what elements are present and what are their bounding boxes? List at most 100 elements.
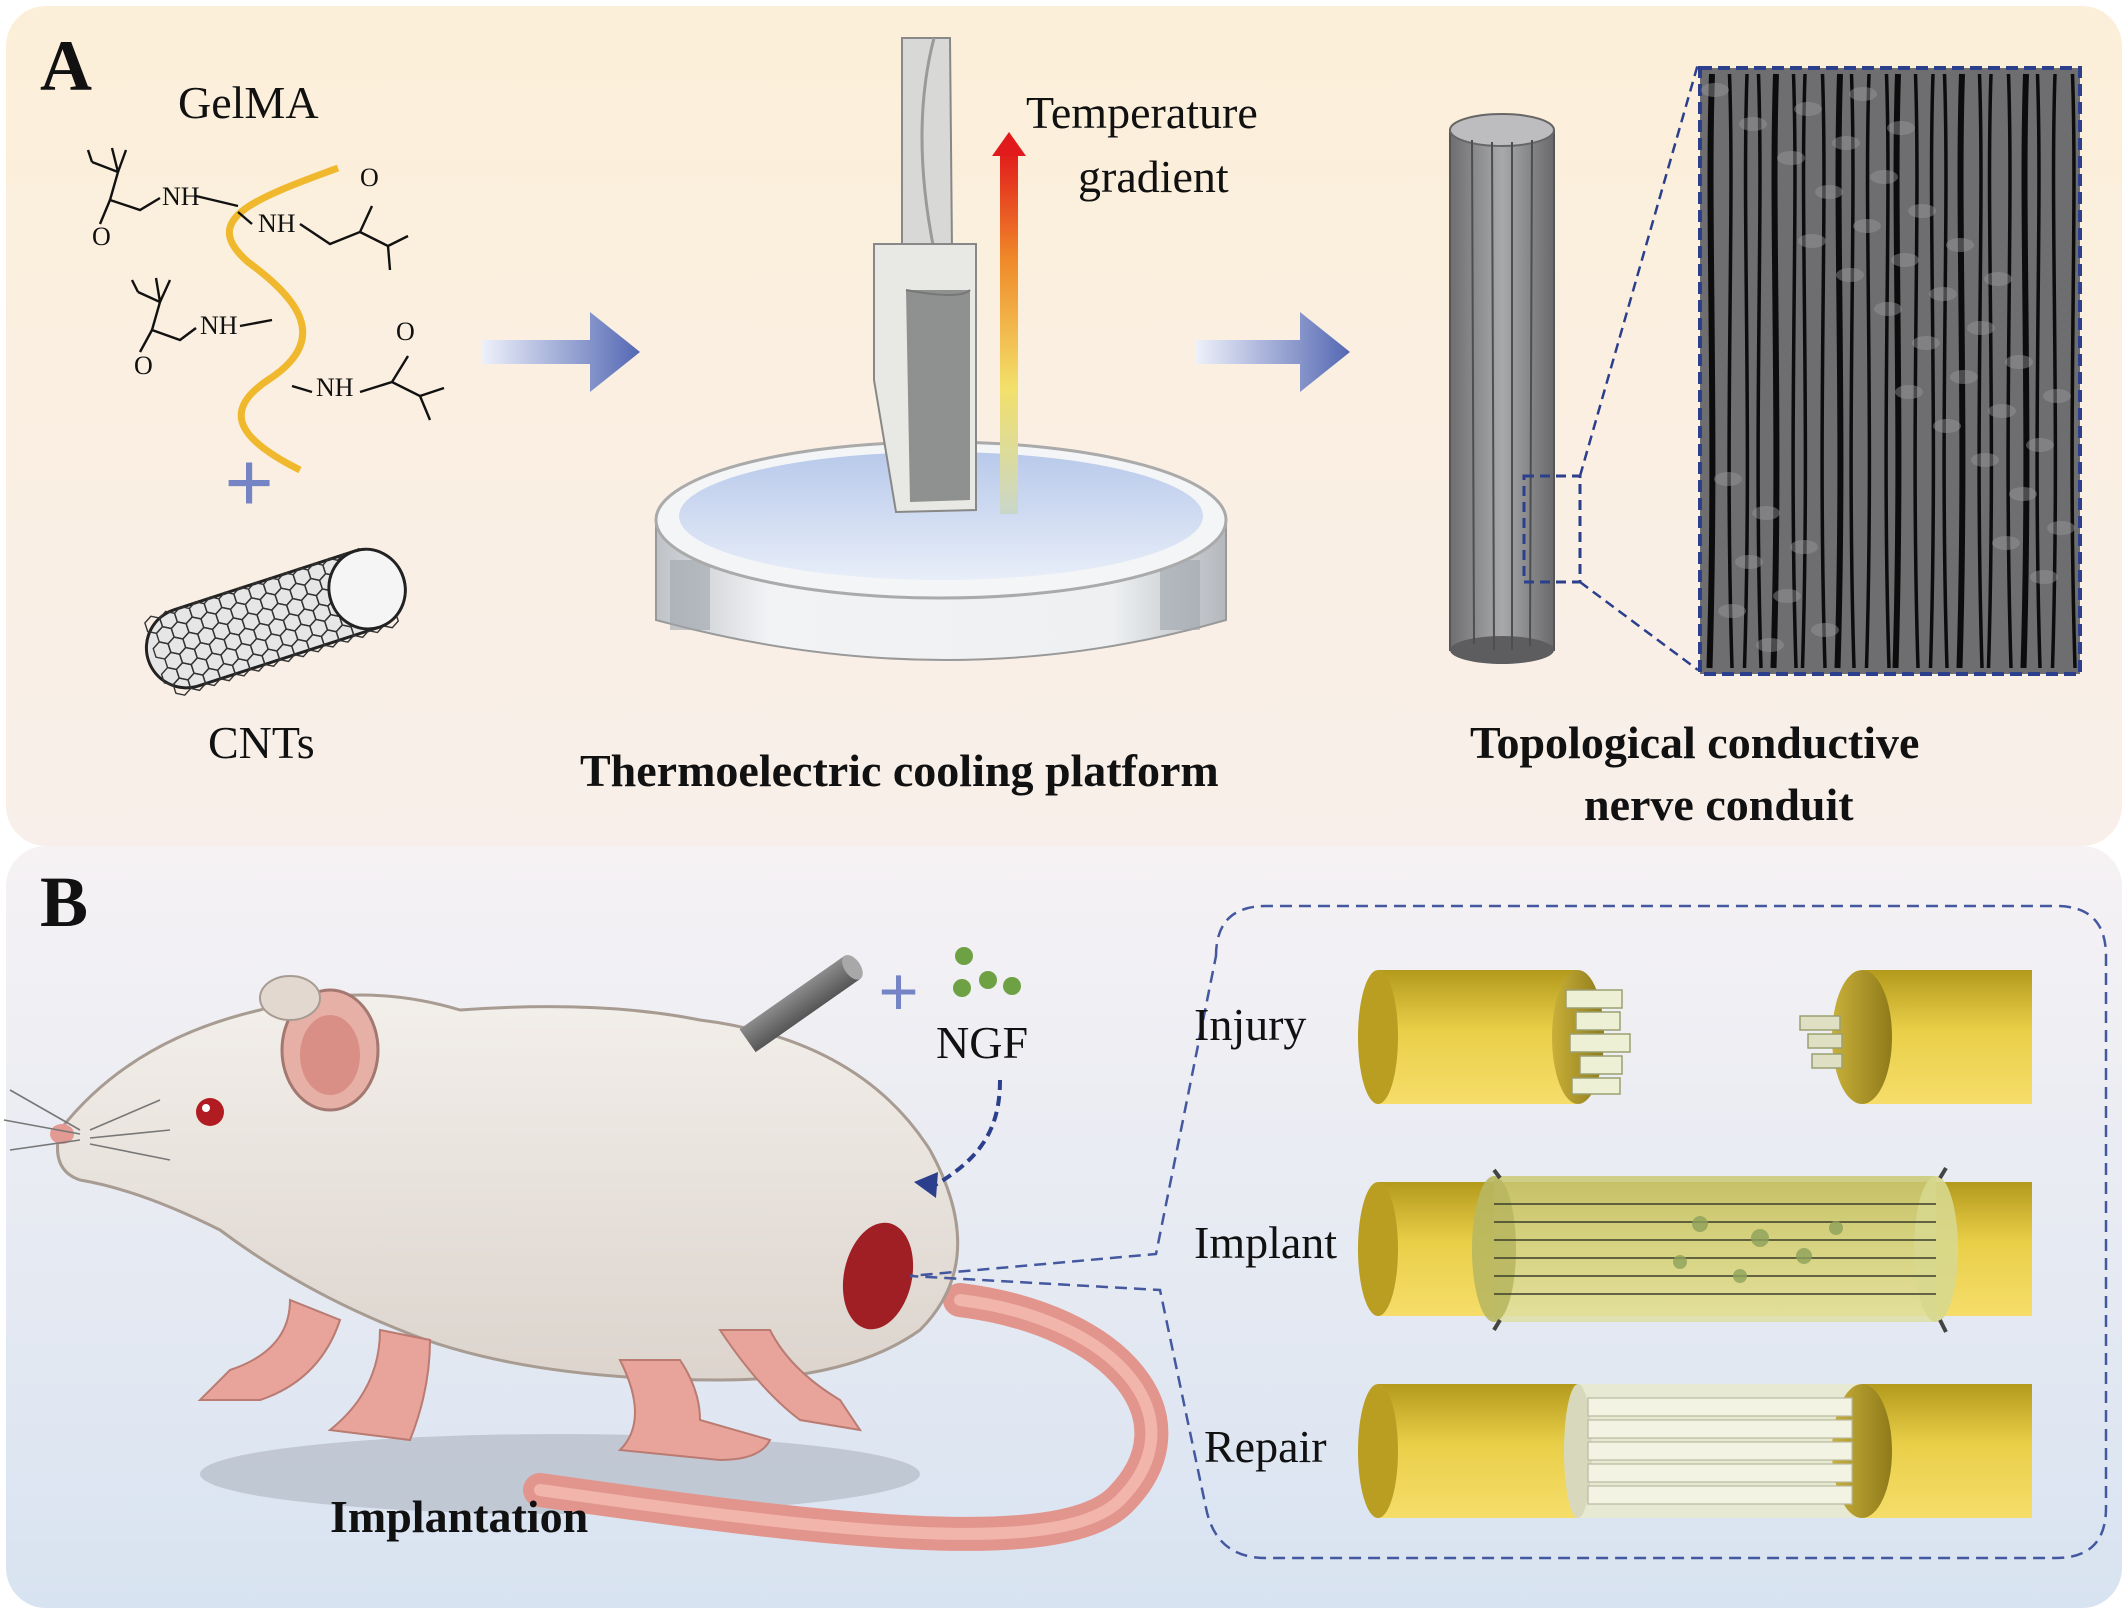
pore-texture <box>1752 506 1780 520</box>
gelma-backbone-chain <box>225 164 340 474</box>
pore-texture <box>1849 87 1877 101</box>
conduit-label-line1: Topological conductive <box>1470 717 1919 768</box>
mold-fixture <box>873 37 977 514</box>
pore-texture <box>1832 136 1860 150</box>
ngf-delivery-arrow <box>929 1079 1002 1190</box>
pore-texture <box>1874 302 1902 316</box>
ngf-particles-icon <box>953 947 1021 997</box>
pore-texture <box>1950 370 1978 384</box>
pore-texture <box>2043 389 2071 403</box>
aligned-channel <box>1756 73 1763 669</box>
wound-site <box>842 1222 914 1330</box>
pore-texture <box>2005 355 2033 369</box>
gelma-structure <box>86 147 445 474</box>
aligned-channel <box>1820 73 1827 669</box>
o-label: O <box>134 351 153 380</box>
pore-texture <box>1794 102 1822 116</box>
aligned-channel <box>2035 73 2042 669</box>
pore-texture <box>1895 385 1923 399</box>
pore-texture <box>1836 268 1864 282</box>
pore-texture <box>1756 638 1784 652</box>
pore-texture <box>2030 570 2058 584</box>
pore-texture <box>1811 623 1839 637</box>
pore-texture <box>2026 438 2054 452</box>
pore-texture <box>1798 234 1826 248</box>
aligned-channel <box>1956 73 1966 669</box>
pore-texture <box>1891 253 1919 267</box>
pore-texture <box>1988 404 2016 418</box>
gelma-atom-labels: NH O NH O NH O NH O <box>92 163 415 402</box>
pore-texture <box>1887 121 1915 135</box>
aligned-channel <box>2050 73 2058 669</box>
o-label: O <box>360 163 379 192</box>
aligned-channel <box>1742 73 1750 669</box>
aligned-channel <box>1800 73 1808 669</box>
repair-stage: Repair <box>1204 1384 2032 1518</box>
aligned-channel <box>1706 73 1716 669</box>
pore-texture <box>1714 472 1742 486</box>
nerve-conduit-rod <box>1449 113 1555 664</box>
panel-a-background <box>6 6 2122 846</box>
pore-texture <box>1992 536 2020 550</box>
o-label: O <box>396 317 415 346</box>
microstructure-zoom-panel <box>1698 66 2082 676</box>
pore-texture <box>1984 272 2012 286</box>
aligned-channel <box>1791 73 1798 669</box>
nh-label: NH <box>258 209 296 238</box>
pore-texture <box>1739 117 1767 131</box>
aligned-channel <box>1727 73 1734 669</box>
pore-texture <box>1701 83 1729 97</box>
plus-sign-a: + <box>224 435 274 532</box>
conduit-label-line2: nerve conduit <box>1584 779 1854 830</box>
rat-eye <box>196 1098 224 1126</box>
aligned-channel <box>2006 73 2013 669</box>
nh-label: NH <box>200 311 238 340</box>
temperature-arrowhead <box>992 132 1026 156</box>
cooling-platform <box>654 440 1228 661</box>
rat-illustration <box>3 975 960 1462</box>
pore-texture <box>1971 453 1999 467</box>
aligned-channel <box>1942 73 1949 669</box>
aligned-channel <box>1849 73 1856 669</box>
carbon-nanotube-icon <box>144 547 407 696</box>
pore-texture <box>1870 170 1898 184</box>
nh-label: NH <box>316 373 354 402</box>
aligned-channel <box>1892 73 1902 669</box>
gelma-label: GelMA <box>178 77 319 128</box>
temperature-label: Temperature <box>1026 87 1258 138</box>
pore-texture <box>1929 287 1957 301</box>
pore-texture <box>1815 185 1843 199</box>
pore-texture <box>2009 487 2037 501</box>
platform-label: Thermoelectric cooling platform <box>580 745 1219 796</box>
aligned-channel <box>1834 73 1844 669</box>
aligned-channel <box>1864 73 1872 669</box>
injury-stage: Injury <box>1194 970 2032 1104</box>
aligned-channel <box>2070 73 2077 669</box>
temperature-gradient-bar <box>1000 152 1018 514</box>
pore-texture <box>1777 151 1805 165</box>
aligned-channel <box>1884 73 1891 669</box>
pore-texture <box>1933 419 1961 433</box>
plus-sign-b: + <box>878 952 919 1032</box>
zoom-connector-lines <box>1578 63 1700 672</box>
stage-label: Injury <box>1194 999 1306 1050</box>
mini-conduit-icon <box>739 954 863 1053</box>
pore-texture <box>1946 238 1974 252</box>
aligned-channel <box>1928 73 1936 669</box>
stage-label: Implant <box>1194 1217 1337 1268</box>
aligned-channel <box>1913 73 1920 669</box>
pore-texture <box>1773 589 1801 603</box>
process-arrow-2 <box>1196 312 1350 392</box>
aligned-channel <box>1977 73 1984 669</box>
pore-texture <box>1790 540 1818 554</box>
aligned-channel <box>1770 73 1780 669</box>
panel-b-label: B <box>40 862 88 942</box>
cnts-label: CNTs <box>208 717 315 768</box>
process-arrow-1 <box>482 312 640 392</box>
ngf-label: NGF <box>936 1017 1028 1068</box>
implantation-label: Implantation <box>330 1491 588 1542</box>
implant-stage: Implant <box>1194 1166 2032 1333</box>
pore-texture <box>1853 219 1881 233</box>
aligned-channel <box>2020 73 2030 669</box>
